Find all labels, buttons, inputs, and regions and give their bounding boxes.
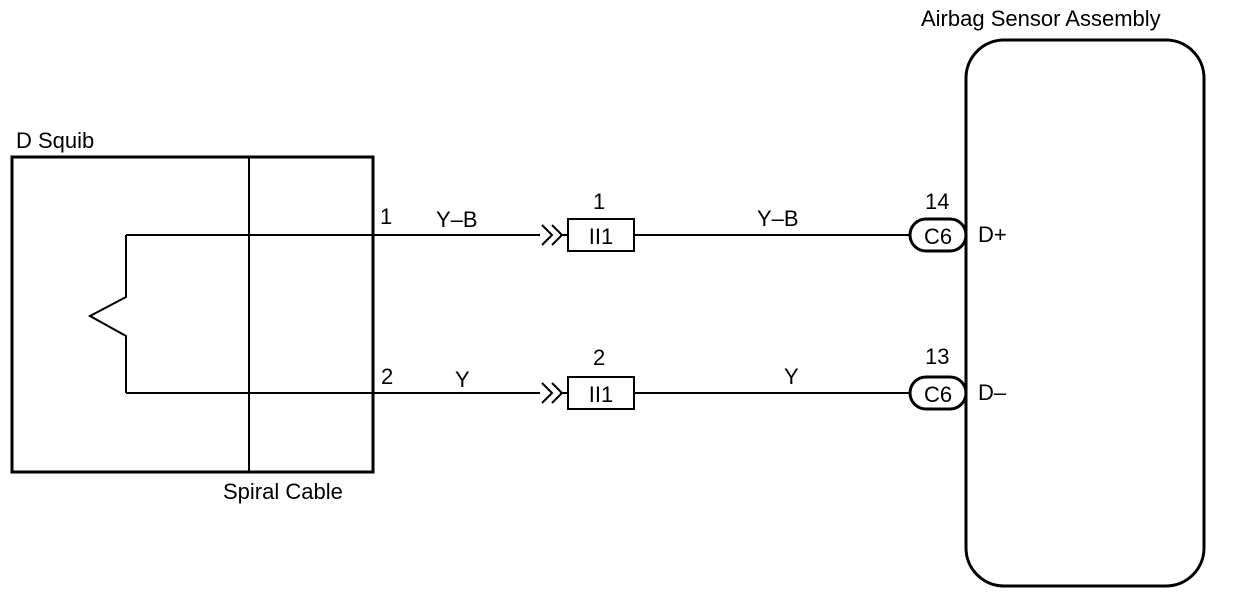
connector-chevron-1a — [541, 224, 554, 246]
connector-pin-1: 1 — [593, 189, 605, 214]
sensor-connector-c6-bottom — [908, 375, 968, 411]
terminal-d-minus: D– — [978, 380, 1007, 405]
airbag-sensor-box — [964, 38, 1206, 588]
connector-code-bottom: II1 — [589, 382, 613, 407]
sensor-connector-c6-top — [908, 217, 968, 253]
sensor-connector-code-top: C6 — [924, 224, 952, 249]
squib-label: D Squib — [16, 128, 94, 153]
wire-color-y-b-left: Y–B — [436, 207, 478, 232]
wire-color-y-b-right: Y–B — [757, 206, 799, 231]
spiral-cable-label: Spiral Cable — [223, 479, 343, 504]
squib-pin-1: 1 — [380, 204, 392, 229]
sensor-pin-14: 14 — [925, 189, 949, 214]
squib-box — [10, 155, 375, 474]
sensor-connector-code-bottom: C6 — [924, 382, 952, 407]
connector-chevron-2a — [541, 382, 554, 404]
airbag-sensor-label: Airbag Sensor Assembly — [921, 6, 1161, 31]
wire-color-y-right: Y — [784, 364, 799, 389]
circuit-d-minus: 2 Y II1 2 Y C6 13 D– — [126, 344, 1007, 411]
connector-code-top: II1 — [589, 224, 613, 249]
connector-pin-2: 2 — [593, 345, 605, 370]
squib-element-symbol — [87, 235, 127, 393]
sensor-pin-13: 13 — [925, 344, 949, 369]
squib-pin-2: 2 — [381, 364, 393, 389]
circuit-d-plus: 1 Y–B II1 1 Y–B C6 14 D+ — [126, 189, 1007, 253]
wire-color-y-left: Y — [455, 367, 470, 392]
terminal-d-plus: D+ — [978, 222, 1007, 247]
